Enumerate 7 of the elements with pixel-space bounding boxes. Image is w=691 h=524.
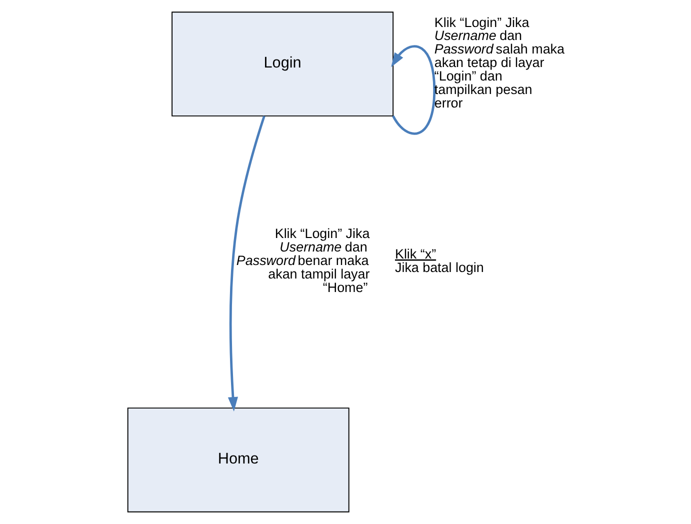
arrow <box>391 45 436 135</box>
label: Jika batal login <box>394 260 484 275</box>
arrow <box>228 116 266 412</box>
label: Klik “x” <box>394 246 436 262</box>
node-box: Home <box>127 408 350 512</box>
edge-label: Klik “Login” Jika Username dan Password benar maka akan tampil layar “Home” <box>236 226 370 295</box>
node-box: Login <box>172 12 394 116</box>
